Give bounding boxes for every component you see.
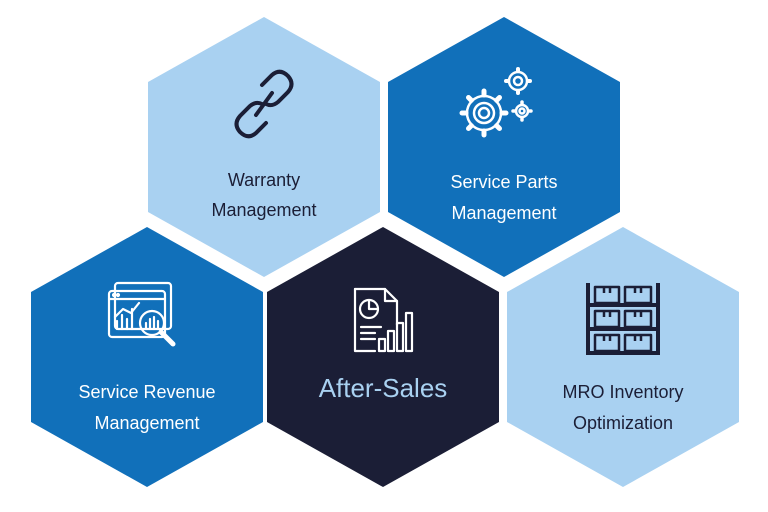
mro-label-line2: Optimization — [572, 413, 674, 433]
gears-icon — [458, 67, 542, 141]
hex-service-parts-management: Service Parts Management — [388, 17, 620, 277]
hex-warranty-management: Warranty Management — [148, 17, 380, 277]
chart-magnifier-icon — [107, 281, 187, 357]
parts-label-line2: Management — [451, 203, 557, 223]
hex-mro-inventory-optimization: MRO Inventory Optimization — [507, 227, 739, 487]
revenue-label-line1: Service Revenue — [78, 382, 216, 402]
warranty-label-line1: Warranty — [227, 170, 301, 190]
hex-service-revenue-management: Service Revenue Management — [31, 227, 263, 487]
chain-link-icon — [232, 69, 296, 139]
parts-label-line1: Service Parts — [450, 172, 558, 192]
warehouse-shelves-icon — [585, 281, 661, 357]
revenue-label-line2: Management — [94, 413, 200, 433]
mro-label-line1: MRO Inventory — [562, 382, 684, 402]
warranty-label-line2: Management — [211, 200, 317, 220]
report-document-icon — [351, 287, 415, 355]
after-sales-label: After-Sales — [318, 373, 448, 403]
hex-after-sales: After-Sales — [267, 227, 499, 487]
